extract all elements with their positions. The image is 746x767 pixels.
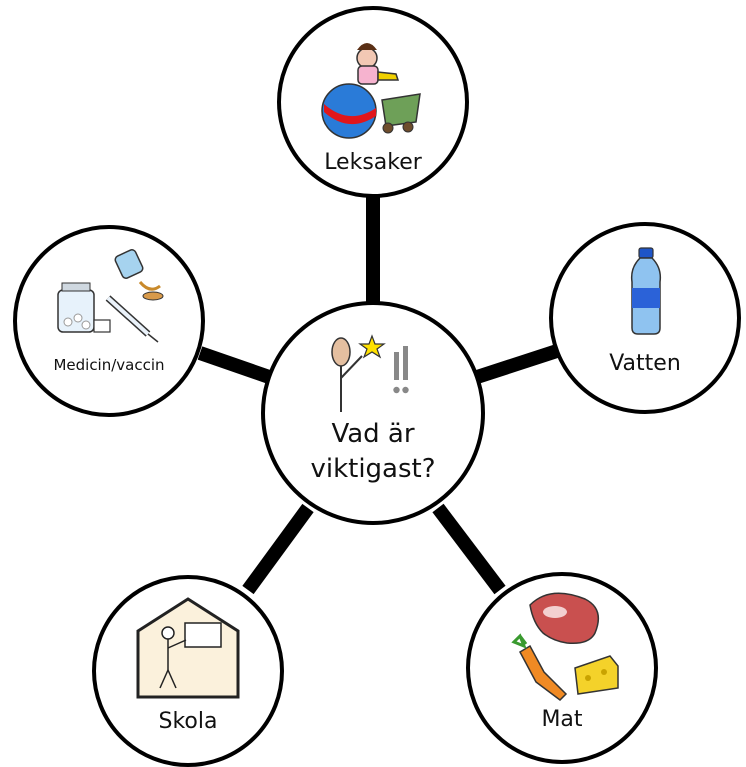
- node-medicin-vaccin: Medicin/vaccin: [13, 225, 205, 417]
- center-node: Vad är viktigast?: [261, 301, 485, 525]
- connector-upper-right: [471, 343, 563, 385]
- node-skola: Skola: [92, 575, 284, 767]
- node-label-vatten: Vatten: [609, 351, 681, 376]
- center-label-line-1: Vad är: [331, 419, 414, 449]
- connectors: [197, 197, 563, 595]
- center-label-line-2: viktigast?: [310, 454, 435, 484]
- node-mat: Mat: [466, 572, 658, 764]
- think-important-icon: [331, 334, 409, 412]
- medicine-icon: [57, 249, 164, 343]
- node-leksaker: Leksaker: [277, 6, 469, 198]
- school-icon: [136, 597, 240, 699]
- water-bottle-icon: [630, 247, 662, 335]
- food-icon: [511, 592, 619, 701]
- node-label-mat: Mat: [541, 707, 582, 732]
- connector-upper-left: [197, 346, 275, 385]
- node-label-medicin-vaccin: Medicin/vaccin: [53, 356, 164, 374]
- node-vatten: Vatten: [549, 222, 741, 414]
- node-label-skola: Skola: [159, 709, 218, 734]
- connector-lower-left: [242, 503, 314, 595]
- connector-lower-right: [432, 503, 506, 595]
- node-label-leksaker: Leksaker: [324, 150, 423, 175]
- toys-icon: [321, 43, 421, 139]
